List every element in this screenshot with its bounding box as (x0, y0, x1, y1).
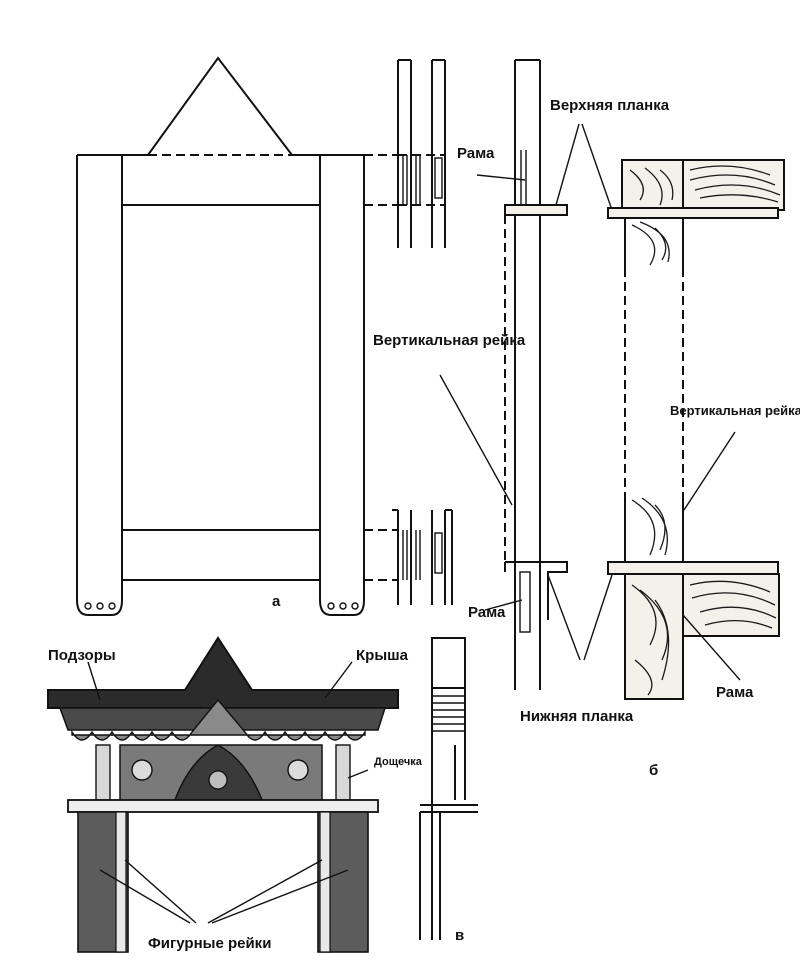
label-fig-v: в (455, 927, 464, 944)
flower-left (131, 759, 153, 781)
lower-plank (607, 561, 779, 575)
gable-triangle (147, 56, 293, 156)
left-post (76, 155, 123, 616)
figure-b-section (439, 59, 613, 690)
figure-a-frame (76, 56, 398, 616)
label-rama-top: Рама (457, 145, 495, 162)
label-doshchechka: Дощечка (374, 756, 423, 768)
podzory-valance (71, 698, 366, 741)
label-verkhnyaya-planka: Верхняя планка (550, 97, 670, 114)
label-rama-bottom: Рама (468, 604, 506, 621)
label-fig-b: б (649, 762, 658, 779)
label-podzory: Подзоры (48, 647, 116, 664)
label-vertikalnaya-reyka-mid-1: Вертикальная рейка (373, 332, 526, 349)
wood-section (607, 159, 785, 700)
label-krysha: Крыша (356, 647, 409, 664)
label-vertikalnaya-reyka-right: Вертикальная рейка (670, 403, 800, 418)
lower-plank-small (505, 561, 568, 620)
side-section-top (397, 59, 446, 248)
label-nizhnyaya-planka: Нижняя планка (520, 708, 634, 725)
figure-v-section (419, 637, 478, 940)
upper-plank-small (504, 204, 568, 216)
figure-v-decorated (47, 636, 399, 953)
label-fig-a: а (272, 593, 281, 610)
flower-right (287, 759, 309, 781)
side-section-bottom (392, 509, 453, 605)
upper-plank (607, 207, 779, 219)
right-post (319, 155, 365, 616)
label-figurnye-reyki: Фигурные рейки (148, 935, 271, 952)
label-rama-right: Рама (716, 684, 754, 701)
